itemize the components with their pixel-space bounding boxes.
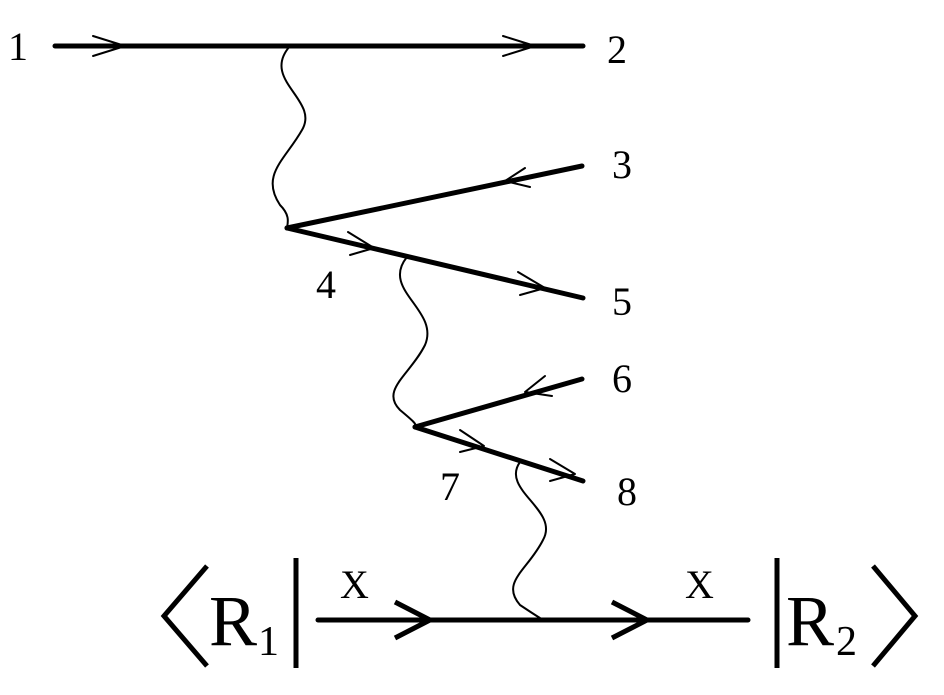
top-arrow-right bbox=[502, 35, 536, 57]
wavy-line-2 bbox=[392, 256, 429, 428]
bottom-label-left-x: X bbox=[340, 562, 369, 607]
bra-angle-bracket bbox=[160, 564, 209, 668]
arrow-on-line-8a bbox=[459, 429, 485, 453]
bra-subscript: 1 bbox=[258, 619, 279, 665]
label-4: 4 bbox=[316, 262, 336, 307]
line-to-5 bbox=[284, 225, 586, 301]
line-to-3 bbox=[284, 163, 585, 231]
bottom-arrow-right bbox=[610, 599, 653, 641]
wavy-line-1 bbox=[271, 45, 307, 229]
label-7: 7 bbox=[440, 464, 460, 509]
arrow-on-line-5a bbox=[347, 231, 375, 256]
arrow-on-line-3 bbox=[504, 167, 531, 188]
top-arrow-left bbox=[92, 35, 126, 57]
bottom-label-right-x: X bbox=[685, 562, 714, 607]
ket-letter: R bbox=[786, 581, 834, 661]
line-to-6 bbox=[412, 376, 585, 430]
ket-subscript: 2 bbox=[836, 619, 857, 665]
label-5: 5 bbox=[612, 279, 632, 324]
arrow-on-line-8b bbox=[549, 458, 576, 482]
bra-letter: R bbox=[209, 581, 257, 661]
ket-angle-bracket bbox=[871, 564, 919, 668]
bottom-arrow-left bbox=[393, 599, 436, 641]
label-2: 2 bbox=[607, 27, 627, 72]
wavy-line-3 bbox=[512, 461, 547, 619]
label-1: 1 bbox=[8, 24, 28, 69]
line-to-8 bbox=[412, 424, 586, 484]
label-6: 6 bbox=[612, 356, 632, 401]
arrow-on-line-6 bbox=[524, 375, 553, 397]
arrow-on-line-5b bbox=[517, 271, 546, 296]
label-3: 3 bbox=[612, 142, 632, 187]
label-8: 8 bbox=[617, 469, 637, 514]
